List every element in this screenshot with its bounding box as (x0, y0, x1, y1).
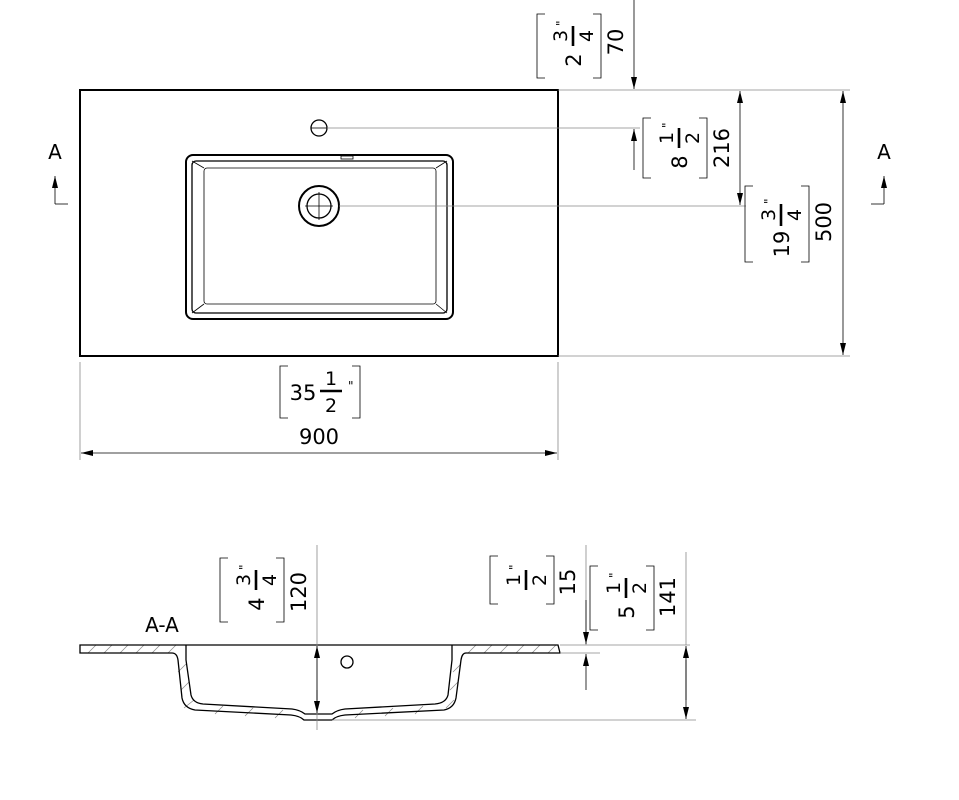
basin-inner (191, 160, 448, 314)
total-height-inch-group: 5 1 2 " (589, 565, 655, 631)
tap-offset-inch-group: 2 3 4 " (536, 13, 602, 79)
drain-to-tap-in-whole: 8 (668, 155, 692, 168)
bowl-depth-inch-group: 4 3 4 " (219, 557, 285, 623)
section-outer-profile (79, 644, 561, 721)
depth-in-whole: 19 (770, 231, 794, 258)
drain-to-tap-mm: 216 (710, 128, 734, 168)
section-marker-right: A (871, 140, 891, 205)
top-thickness-inch-mark: " (507, 564, 521, 570)
depth-inch-group: 19 3 4 " (744, 185, 810, 263)
width-mm: 900 (299, 425, 339, 449)
svg-text:A: A (48, 140, 62, 164)
section-hatch (87, 644, 557, 719)
depth-in-den: 4 (784, 209, 806, 221)
tap-offset-in-num: 3 (550, 30, 572, 42)
width-inch-group: 35 1 2 " (279, 365, 361, 419)
bowl-depth-inch-mark: " (237, 564, 251, 570)
svg-text:A: A (877, 140, 891, 164)
depth-inch-mark: " (762, 198, 776, 204)
top-thickness-mm: 15 (556, 569, 580, 596)
total-height-in-whole: 5 (615, 605, 639, 618)
section-marker-left: A (48, 140, 68, 205)
depth-mm: 500 (812, 202, 836, 242)
total-height-inch-mark: " (607, 572, 621, 578)
bowl-depth-in-num: 3 (233, 574, 255, 586)
top-thickness-in-den: 2 (529, 574, 551, 586)
bowl-depth-mm: 120 (287, 572, 311, 612)
tap-offset-mm: 70 (604, 29, 628, 56)
basin-floor (203, 167, 437, 305)
top-thickness-in-num: 1 (503, 574, 525, 586)
top-thickness-inch-group: 1 2 " (489, 555, 555, 605)
tap-offset-in-den: 4 (576, 30, 598, 42)
total-height-mm: 141 (656, 577, 680, 617)
basin-outer (185, 154, 454, 320)
depth-in-num: 3 (758, 209, 780, 221)
tap-offset-inch-mark: " (554, 20, 568, 26)
drain-to-tap-inch-group: 8 1 2 " (642, 117, 708, 179)
section-label: A-A (145, 613, 179, 637)
top-view: 900 35 1 2 " 500 19 3 4 " 216 8 (48, 0, 891, 460)
countertop-outline (79, 89, 559, 357)
drain-to-tap-in-den: 2 (682, 132, 704, 144)
drain-to-tap-in-num: 1 (656, 132, 678, 144)
bowl-depth-in-den: 4 (259, 574, 281, 586)
overflow-hole (340, 655, 354, 669)
drain-to-tap-inch-mark: " (660, 122, 674, 128)
width-inch-mark: " (348, 379, 354, 393)
section-view: A-A (79, 545, 696, 730)
section-inner-profile (185, 645, 453, 715)
width-in-whole: 35 (290, 381, 317, 405)
width-in-num: 1 (325, 368, 337, 390)
bowl-depth-in-whole: 4 (245, 597, 269, 610)
tap-offset-in-whole: 2 (562, 53, 586, 66)
total-height-in-den: 2 (629, 582, 651, 594)
width-in-den: 2 (325, 395, 337, 417)
total-height-in-num: 1 (603, 582, 625, 594)
